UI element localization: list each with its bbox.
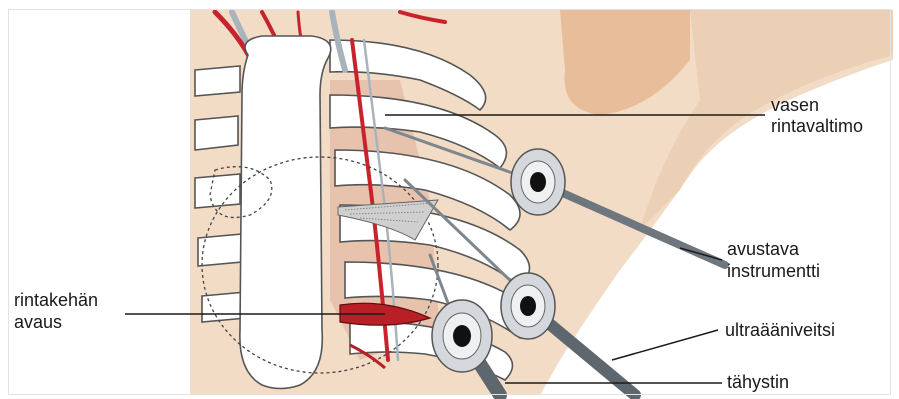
label-tahystin: tähystin (727, 372, 789, 392)
sternum (240, 36, 331, 389)
port-lower-left (432, 300, 492, 372)
label-avustava-line1: avustava (727, 239, 799, 259)
label-ultraaaniveitsi: ultraääniveitsi (725, 320, 835, 340)
label-vasen-line2: rintavaltimo (771, 116, 898, 136)
label-rintakehan-line1: rintakehän (14, 290, 98, 310)
label-rintakehan-line2: avaus (14, 312, 62, 332)
label-vasen-line1: vasen (771, 95, 819, 115)
port-lower-right (501, 273, 555, 339)
leader-ultra (612, 330, 718, 360)
label-avustava-line2: instrumentti (727, 261, 820, 281)
port-upper (511, 149, 565, 215)
